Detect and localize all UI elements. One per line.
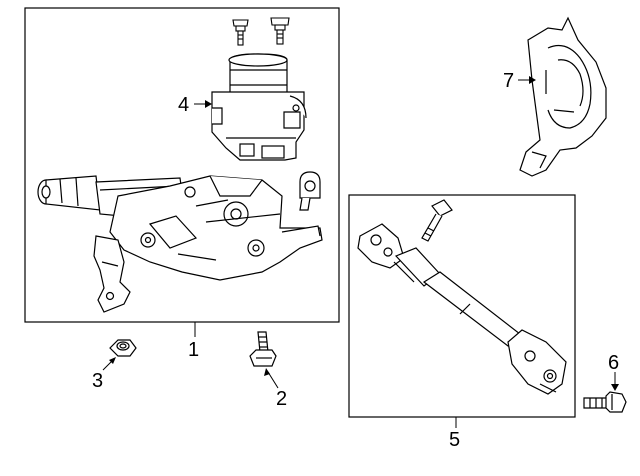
motor-module-illustration (211, 53, 307, 161)
motor-top-bolt-left (232, 19, 249, 46)
callout-3: 3 (92, 370, 103, 392)
callout-7: 7 (503, 70, 514, 92)
callout-5: 5 (449, 429, 460, 451)
callout-1: 1 (188, 339, 199, 361)
callout-4: 4 (178, 94, 189, 116)
bolt-6-illustration (583, 391, 627, 413)
callout-6: 6 (608, 352, 619, 374)
intermediate-shaft-illustration (357, 199, 567, 395)
leader-arrow-2 (267, 371, 279, 389)
group-box-steering-column (24, 7, 340, 323)
column-cover-illustration (519, 16, 607, 177)
bolt-2-illustration (249, 331, 277, 367)
steering-column-illustration (37, 171, 323, 313)
motor-top-bolt-right (270, 17, 290, 45)
group-box-intermediate-shaft (348, 194, 576, 418)
callout-2: 2 (276, 388, 287, 410)
nut-illustration (109, 339, 137, 357)
